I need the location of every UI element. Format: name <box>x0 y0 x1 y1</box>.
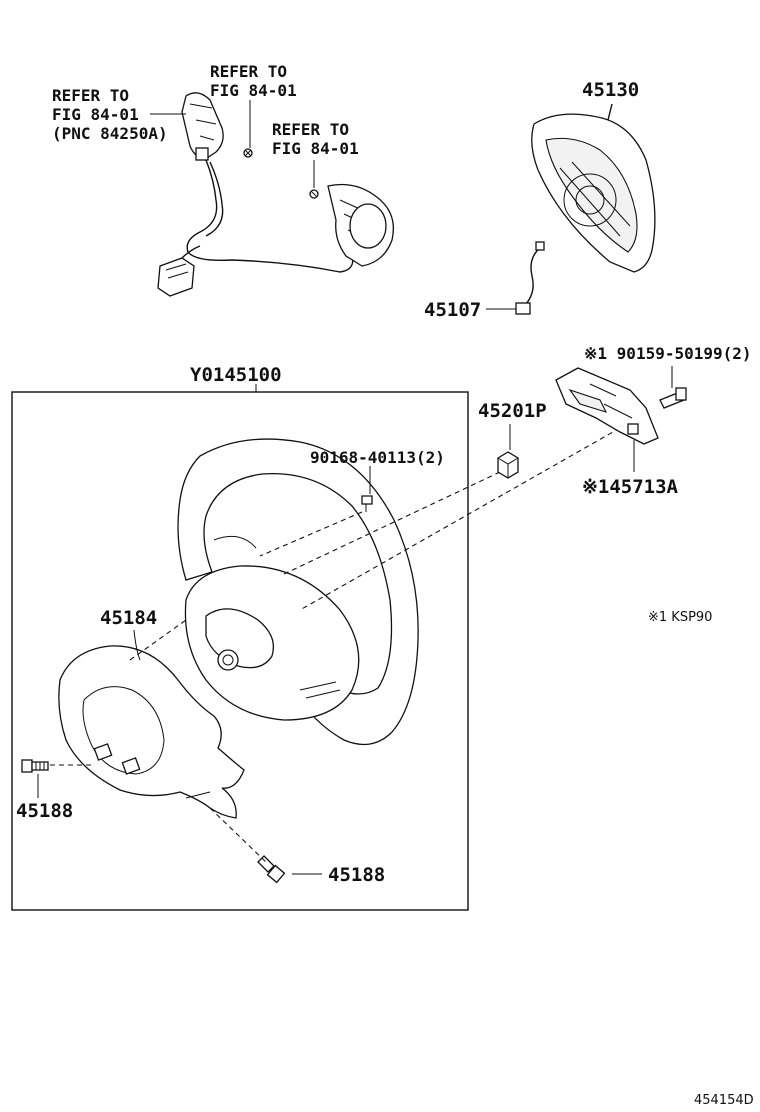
bolt-icon <box>659 387 687 409</box>
part-number-45713A: ※145713A <box>582 476 679 498</box>
screw-icon <box>243 148 253 158</box>
refer-text: REFER TO <box>272 120 349 139</box>
refer-to-label-1: REFER TO FIG 84-01 (PNC 84250A) <box>52 86 168 143</box>
refer-fig: FIG 84-01 <box>210 81 297 100</box>
part-number-Y0145100: Y0145100 <box>190 364 282 386</box>
part-number-45130: 45130 <box>582 79 639 101</box>
part-number-90168-40113: 90168-40113(2) <box>310 448 445 467</box>
refer-to-label-2: REFER TO FIG 84-01 <box>210 62 297 100</box>
diagram-code: 454154D <box>694 1093 754 1108</box>
refer-text: REFER TO <box>210 62 287 81</box>
bolt-icon <box>257 855 286 884</box>
screw-icon <box>309 189 319 199</box>
part-number-45188-right: 45188 <box>328 864 385 886</box>
steering-wheel <box>177 438 419 746</box>
part-number-90159-50199: ※1 90159-50199(2) <box>584 344 752 363</box>
refer-fig: FIG 84-01 <box>272 139 359 158</box>
screw-icon <box>361 495 373 512</box>
airbag-assembly <box>486 103 656 315</box>
part-number-45107: 45107 <box>424 299 481 321</box>
refer-to-label-3: REFER TO FIG 84-01 <box>272 120 359 158</box>
steering-switch-assembly <box>150 92 395 297</box>
refer-fig: FIG 84-01 <box>52 105 139 124</box>
refer-pnc: (PNC 84250A) <box>52 124 168 143</box>
part-number-45188-left: 45188 <box>16 800 73 822</box>
part-number-45201P: 45201P <box>478 400 547 422</box>
assembly-box <box>11 391 469 911</box>
bolt-icon <box>21 759 49 773</box>
footnote-ksp90: ※1 KSP90 <box>648 610 712 625</box>
nut-icon <box>497 451 519 479</box>
part-number-45184: 45184 <box>100 607 157 629</box>
bracket-45713A <box>555 367 659 445</box>
refer-text: REFER TO <box>52 86 129 105</box>
steering-wheel-rear-cover <box>58 645 245 819</box>
